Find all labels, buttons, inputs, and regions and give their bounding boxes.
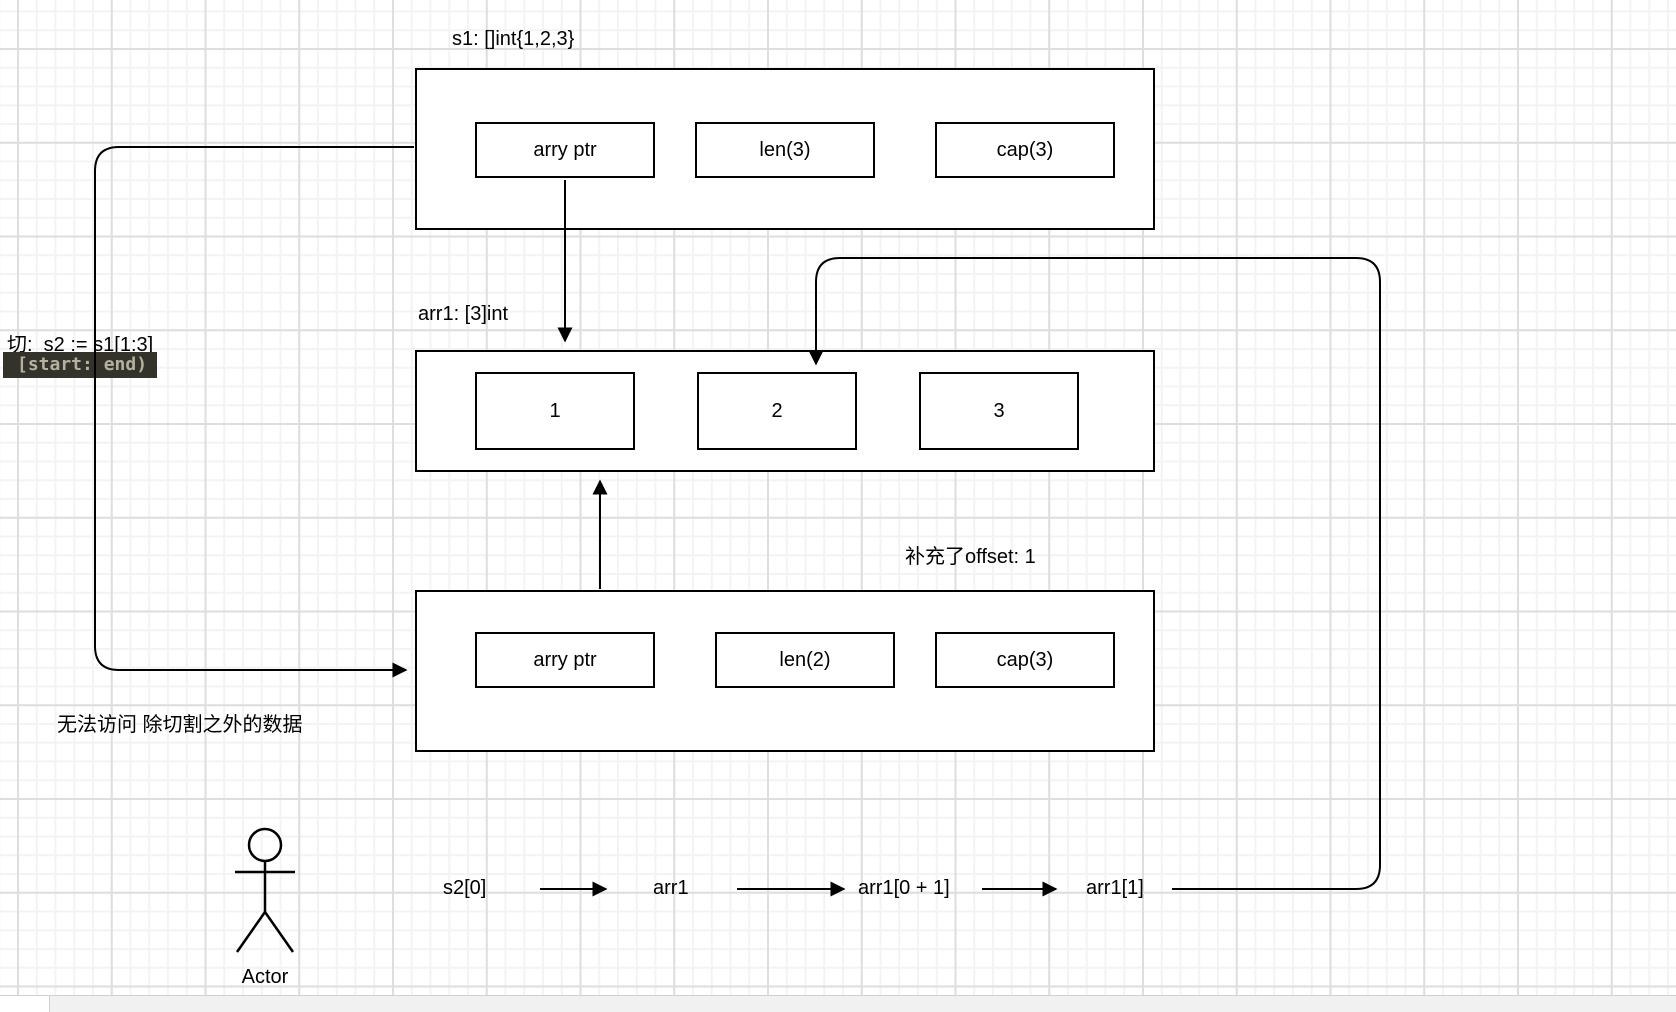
no-access-note: 无法访问 除切割之外的数据 — [57, 714, 303, 736]
arr1-cell-2-label: 2 — [771, 399, 783, 422]
s2-field-len-label: len(2) — [779, 648, 831, 671]
actor-head — [247, 827, 283, 863]
s2-offset-note: 补充了offset: 1 — [905, 546, 1036, 568]
horizontal-scrollbar-track[interactable] — [0, 995, 1676, 1012]
scrollbar-corner — [0, 996, 50, 1012]
flow-step-s2-0: s2[0] — [443, 877, 487, 899]
flow-step-arr1-0-plus-1: arr1[0 + 1] — [858, 877, 950, 899]
s1-struct-box[interactable]: arry ptr len(3) cap(3) — [415, 68, 1155, 230]
flow-step-arr1-1: arr1[1] — [1086, 877, 1144, 899]
arr1-cell-2[interactable]: 2 — [697, 372, 857, 450]
s1-field-len[interactable]: len(3) — [695, 122, 875, 178]
actor-leg-right — [263, 911, 295, 953]
s1-field-arry-ptr-label: arry ptr — [533, 138, 597, 161]
actor-leg-left — [235, 911, 267, 953]
arr1-array-box[interactable]: 1 2 3 — [415, 350, 1155, 472]
s1-field-arry-ptr[interactable]: arry ptr — [475, 122, 655, 178]
arr1-cell-3-label: 3 — [993, 399, 1005, 422]
arr1-cell-1-label: 1 — [549, 399, 561, 422]
s1-field-cap-label: cap(3) — [996, 138, 1054, 161]
s2-field-cap-label: cap(3) — [996, 648, 1054, 671]
s1-box-label: s1: []int{1,2,3} — [452, 28, 575, 50]
arr1-cell-1[interactable]: 1 — [475, 372, 635, 450]
flow-step-arr1: arr1 — [653, 877, 689, 899]
s2-field-cap[interactable]: cap(3) — [935, 632, 1115, 688]
range-notation-badge: [start: end) — [3, 352, 158, 378]
s2-field-len[interactable]: len(2) — [715, 632, 895, 688]
s2-field-arry-ptr-label: arry ptr — [533, 648, 597, 671]
actor-label: Actor — [241, 966, 289, 988]
arr1-box-label: arr1: [3]int — [418, 303, 509, 325]
connector-s1-to-s2-left-loop[interactable] — [94, 146, 414, 678]
arr1-cell-3[interactable]: 3 — [919, 372, 1079, 450]
s1-field-len-label: len(3) — [759, 138, 811, 161]
s2-field-arry-ptr[interactable]: arry ptr — [475, 632, 655, 688]
s1-field-cap[interactable]: cap(3) — [935, 122, 1115, 178]
s2-struct-box[interactable]: arry ptr len(2) cap(3) — [415, 590, 1155, 752]
actor-figure[interactable] — [235, 827, 295, 953]
